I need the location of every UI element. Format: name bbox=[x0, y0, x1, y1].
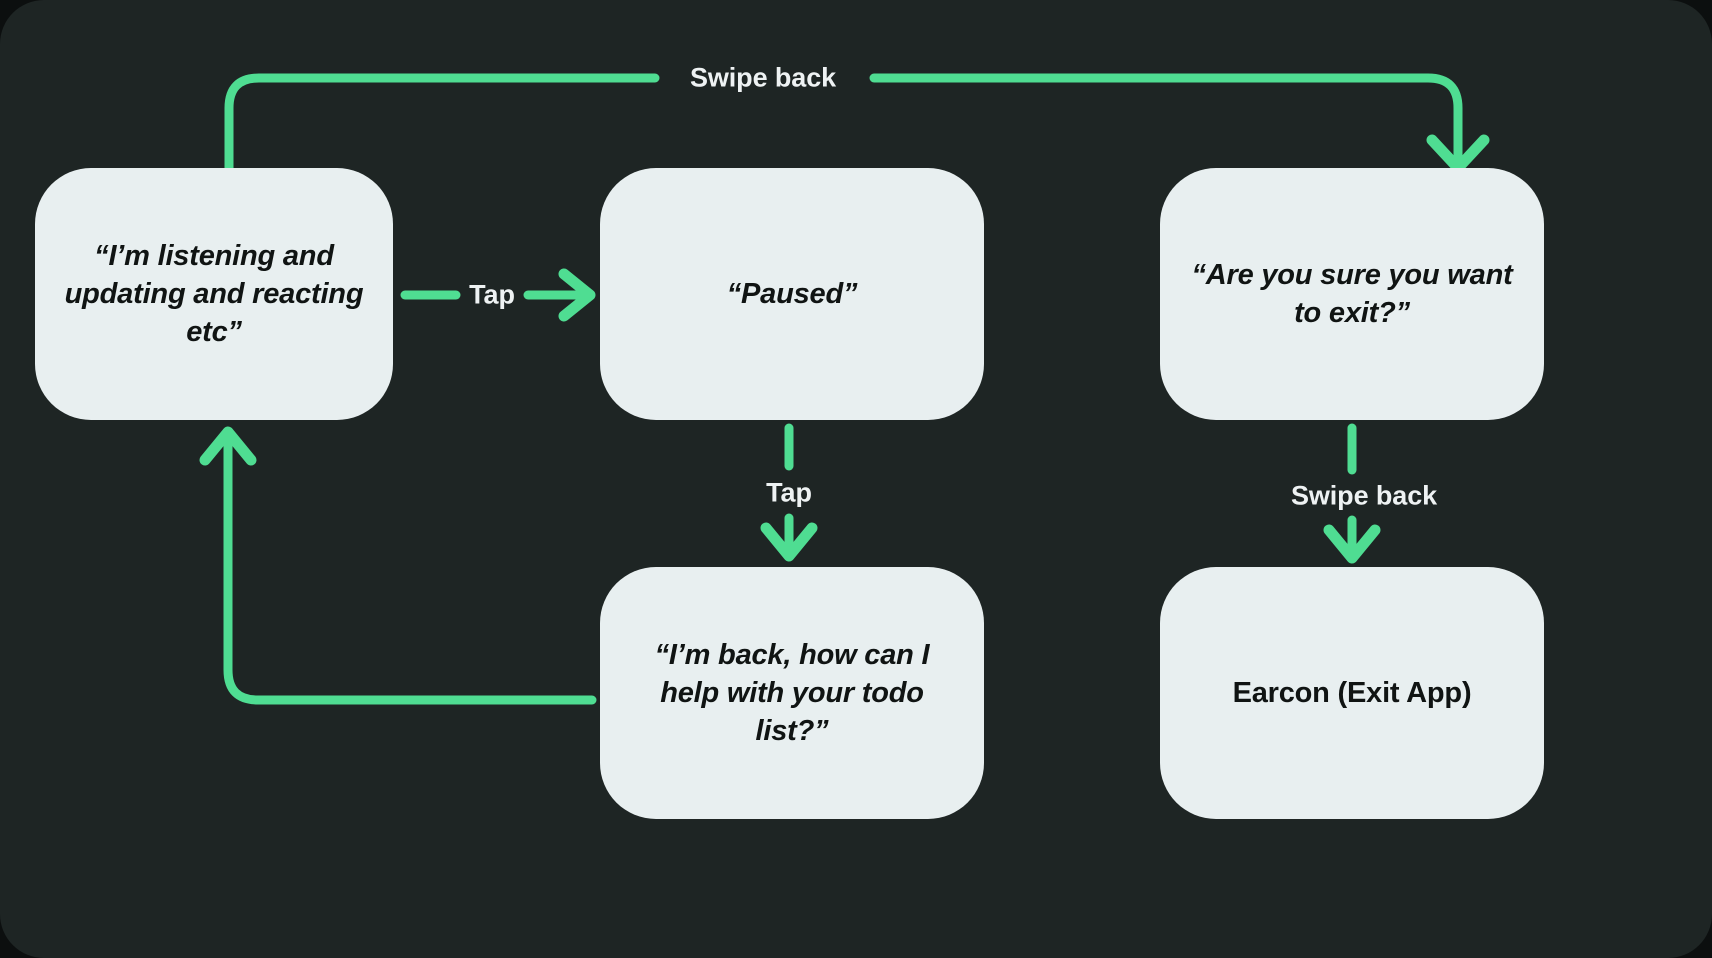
node-earcon[interactable]: Earcon (Exit App) bbox=[1160, 567, 1544, 819]
edge-listening-to-confirm-exit bbox=[224, 73, 1490, 187]
node-paused[interactable]: “Paused” bbox=[600, 168, 984, 420]
edge-label-swipe-back-exit: Swipe back bbox=[1290, 480, 1438, 511]
edge-im-back-to-listening bbox=[199, 426, 597, 705]
edge-label-swipe-back-top: Swipe back bbox=[689, 62, 837, 93]
node-im-back[interactable]: “I’m back, how can I help with your todo… bbox=[600, 567, 984, 819]
node-im-back-label: “I’m back, how can I help with your todo… bbox=[654, 638, 930, 748]
edge-label-tap-paused-imback: Tap bbox=[766, 477, 812, 508]
node-earcon-label: Earcon (Exit App) bbox=[1232, 676, 1472, 709]
node-confirm-exit-label: “Are you sure you want to exit?” bbox=[1191, 258, 1513, 329]
node-listening-label: “I’m listening and updating and reacting… bbox=[64, 239, 364, 349]
node-listening[interactable]: “I’m listening and updating and reacting… bbox=[35, 168, 393, 420]
node-confirm-exit[interactable]: “Are you sure you want to exit?” bbox=[1160, 168, 1544, 420]
edge-label-tap-listening-paused: Tap bbox=[469, 279, 515, 310]
node-paused-label: “Paused” bbox=[726, 277, 858, 310]
